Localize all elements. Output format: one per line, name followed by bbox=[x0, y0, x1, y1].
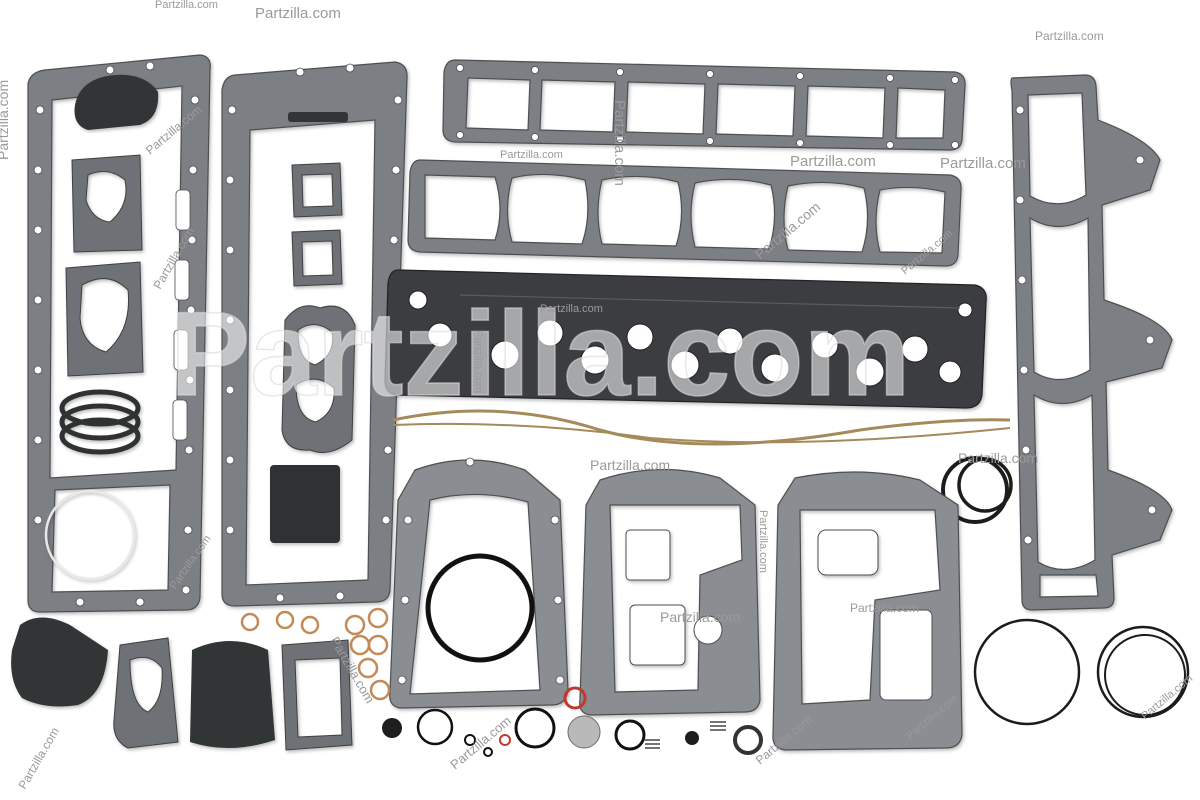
watermark-10: Partzilla.com bbox=[155, 0, 218, 11]
copper-washers bbox=[240, 607, 391, 701]
watermark-4: Partzilla.com bbox=[590, 457, 670, 473]
watermark-9: Partzilla.com bbox=[500, 149, 563, 161]
watermark-6: Partzilla.com bbox=[660, 609, 740, 625]
rubber-boot bbox=[11, 617, 108, 707]
exhaust-cover-gasket bbox=[221, 61, 408, 607]
watermark-11: Partzilla.com bbox=[1035, 29, 1104, 43]
large-watermark: Partzilla.com bbox=[170, 287, 910, 421]
watermark-2: Partzilla.com bbox=[790, 153, 876, 170]
water-pump-plate bbox=[113, 637, 179, 749]
fuel-pump-gaskets bbox=[281, 639, 353, 751]
watermark-3: Partzilla.com bbox=[940, 155, 1026, 172]
watermark-21: Partzilla.com bbox=[1139, 673, 1195, 723]
exhaust-manifold-gasket bbox=[1010, 74, 1173, 611]
watermark-13: Partzilla.com bbox=[611, 100, 628, 186]
watermark-24: Partzilla.com bbox=[757, 510, 769, 573]
lower-unit-gasket-1 bbox=[389, 457, 569, 709]
lower-unit-gasket-2 bbox=[579, 468, 761, 716]
cork-seal-strip bbox=[392, 409, 1011, 446]
pump-cover-gasket bbox=[190, 641, 275, 749]
watermark-18: Partzilla.com bbox=[447, 713, 514, 772]
left-cover-gasket bbox=[27, 54, 211, 613]
water-pump-gaskets bbox=[44, 154, 144, 581]
lower-unit-gasket-3 bbox=[772, 471, 963, 751]
small-seals bbox=[382, 686, 763, 757]
rubber-cap-top bbox=[74, 74, 159, 130]
watermark-8: Partzilla.com bbox=[540, 303, 603, 315]
watermark-26: Partzilla.com bbox=[15, 725, 61, 791]
o-rings-right bbox=[941, 456, 1190, 726]
intake-manifold-gasket bbox=[407, 159, 962, 267]
reed-block-gaskets bbox=[270, 162, 356, 543]
watermark-7: Partzilla.com bbox=[850, 601, 919, 615]
watermark-5: Partzilla.com bbox=[958, 450, 1038, 466]
large-o-ring bbox=[425, 553, 535, 663]
watermark-1: Partzilla.com bbox=[255, 5, 341, 22]
watermark-25: Partzilla.com bbox=[472, 330, 484, 393]
watermark-12: Partzilla.com bbox=[0, 80, 11, 160]
cylinder-head-cover-gasket bbox=[442, 59, 966, 151]
cylinder-head-gasket bbox=[384, 269, 987, 409]
